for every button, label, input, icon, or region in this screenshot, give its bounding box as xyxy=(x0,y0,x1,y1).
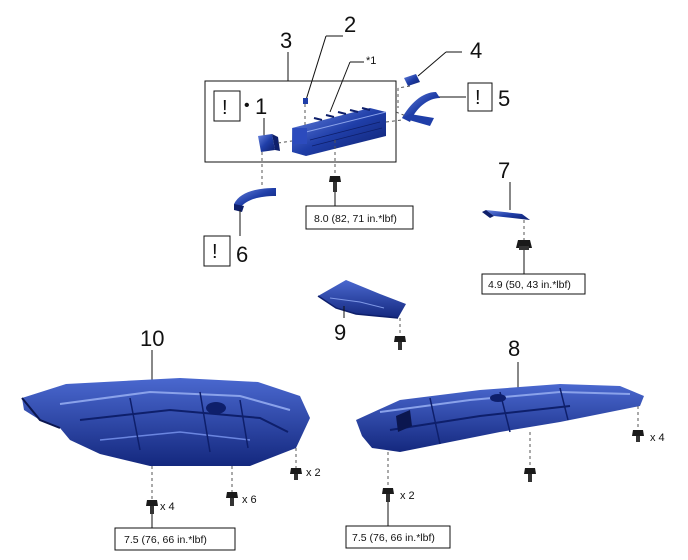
callout-2: 2 xyxy=(344,12,356,37)
bolt-icon-10c xyxy=(290,468,302,480)
part-7-bracket xyxy=(482,210,530,220)
bolt-icon-10a xyxy=(146,500,158,514)
notice-box-5 xyxy=(467,82,493,112)
torque-box-4 xyxy=(345,525,451,549)
callout-9: 9 xyxy=(334,320,346,345)
torque-box-1 xyxy=(305,205,414,230)
bolt-icon-10b xyxy=(226,492,238,506)
quantity-3: x 2 xyxy=(306,467,321,479)
notice-symbol-5: ! xyxy=(475,87,481,109)
part-2-clip xyxy=(303,98,308,104)
callout-star1: *1 xyxy=(366,55,376,67)
callout-5: 5 xyxy=(498,86,510,111)
torque-value-2: 4.9 (50, 43 in.*lbf) xyxy=(488,279,571,291)
bolt-icon-8c xyxy=(632,430,644,442)
quantity-4: x 2 xyxy=(400,490,415,502)
callout-1: 1 xyxy=(255,94,267,119)
part-6-hose xyxy=(234,188,276,212)
callout-4: 4 xyxy=(470,38,482,63)
torque-value-1: 8.0 (82, 71 in.*lbf) xyxy=(314,213,397,225)
torque-box-3 xyxy=(114,527,236,551)
bolt-icon-9 xyxy=(394,336,406,350)
assembly-group-box xyxy=(204,80,397,163)
bolt-icon-8a xyxy=(382,488,394,502)
notice-box-6 xyxy=(203,235,231,267)
part-5-hose xyxy=(402,92,440,126)
callout-7: 7 xyxy=(498,158,510,183)
notice-symbol-6: ! xyxy=(212,241,218,263)
notice-box-1 xyxy=(213,90,241,122)
callout-10: 10 xyxy=(140,326,164,351)
callout-6: 6 xyxy=(236,242,248,267)
notice-symbol-1: ! xyxy=(222,97,228,119)
part-8-under-cover xyxy=(356,384,644,452)
part-9-cover xyxy=(317,280,406,319)
bolt-icon-8b xyxy=(524,468,536,482)
callout-8: 8 xyxy=(508,336,520,361)
quantity-5: x 4 xyxy=(650,432,665,444)
bolt-icon-1 xyxy=(329,176,341,192)
nut-icon-7 xyxy=(516,240,532,250)
torque-box-2 xyxy=(481,273,586,295)
part-10-under-cover xyxy=(21,378,310,466)
bullet-1: • xyxy=(244,97,250,114)
quantity-1: x 4 xyxy=(160,501,175,513)
main-module xyxy=(292,107,387,156)
torque-value-3: 7.5 (76, 66 in.*lbf) xyxy=(124,534,207,546)
part-1-connector xyxy=(258,134,280,152)
quantity-2: x 6 xyxy=(242,494,257,506)
callout-3: 3 xyxy=(280,28,292,53)
torque-value-4: 7.5 (76, 66 in.*lbf) xyxy=(352,532,435,544)
part-4-clip xyxy=(404,74,420,86)
